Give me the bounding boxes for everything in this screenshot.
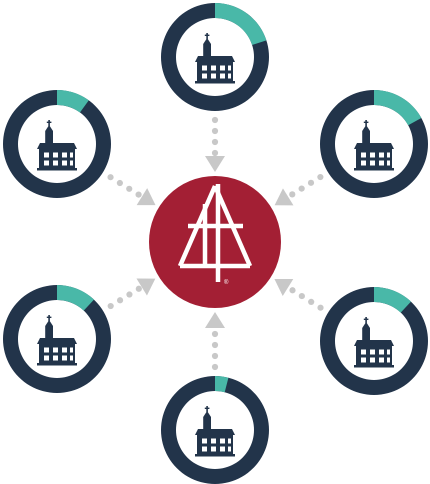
connector-dot xyxy=(211,138,219,146)
connector-upper-left xyxy=(107,174,156,206)
progress-ring-accent xyxy=(374,287,411,313)
arrow-icon xyxy=(205,156,225,172)
cross-in-triangle-logo xyxy=(177,184,253,282)
arrow-icon xyxy=(274,278,294,296)
church-node-lower-right xyxy=(319,286,429,396)
progress-ring-accent xyxy=(374,90,422,126)
connector-dot xyxy=(126,185,133,192)
church-icon xyxy=(37,120,77,171)
connector-dot xyxy=(116,179,123,187)
connector-dot xyxy=(211,341,219,349)
church-node-lower-left xyxy=(2,284,112,394)
connector-dot xyxy=(107,302,114,310)
hub-circle xyxy=(149,176,281,308)
church-node-upper-right xyxy=(319,89,429,199)
connector-dot xyxy=(307,179,315,186)
arrow-icon xyxy=(136,188,156,206)
church-icon xyxy=(354,317,394,368)
progress-ring-accent xyxy=(57,90,89,113)
connector-dot xyxy=(317,173,324,181)
progress-ring-accent xyxy=(215,376,229,393)
connector-dot xyxy=(135,191,142,198)
connector-lower-right xyxy=(274,278,324,311)
connector-upper-right xyxy=(274,173,324,206)
church-node-top xyxy=(160,2,270,112)
connector-dot xyxy=(289,191,296,198)
connector-dot xyxy=(308,298,315,305)
connector-dot xyxy=(211,330,219,338)
connector-dot xyxy=(298,185,305,192)
connector-dot xyxy=(298,292,305,300)
connector-dot xyxy=(211,352,219,360)
church-icon xyxy=(37,315,77,366)
connector-dot xyxy=(135,285,142,292)
connector-lower-left xyxy=(107,278,156,310)
church-node-bottom xyxy=(160,375,270,484)
hub: ® xyxy=(149,176,281,308)
church-icon xyxy=(195,33,235,84)
connectors xyxy=(107,116,324,371)
connector-dot xyxy=(289,287,296,294)
progress-ring-accent xyxy=(215,3,267,45)
connector-dot xyxy=(116,297,124,304)
arrow-icon xyxy=(136,278,156,296)
connector-dot xyxy=(211,127,219,135)
connector-dot xyxy=(317,304,324,311)
arrow-icon xyxy=(205,312,225,328)
church-icon xyxy=(354,120,394,171)
connector-dot xyxy=(211,363,219,371)
arrow-icon xyxy=(274,188,294,206)
progress-ring-accent xyxy=(57,285,94,311)
connector-dot xyxy=(126,291,133,298)
trademark-symbol: ® xyxy=(224,279,229,286)
connector-dot xyxy=(211,116,219,124)
connector-bottom xyxy=(205,312,225,371)
connector-dot xyxy=(107,174,114,181)
connector-dot xyxy=(211,149,219,157)
church-node-upper-left xyxy=(2,89,112,199)
connector-top xyxy=(205,116,225,172)
church-icon xyxy=(195,406,235,457)
